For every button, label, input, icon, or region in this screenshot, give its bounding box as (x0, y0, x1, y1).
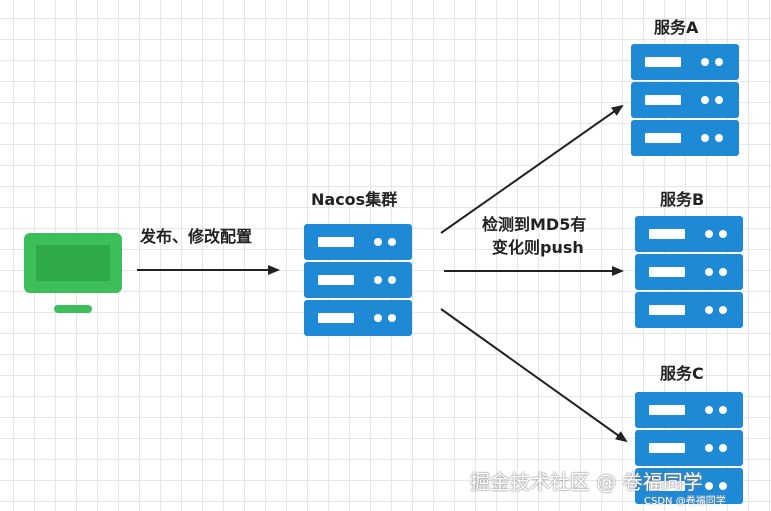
monitor-icon (24, 233, 122, 317)
server-icon (304, 224, 412, 336)
cluster-label: Nacos集群 (311, 190, 398, 209)
server-icon (635, 216, 743, 328)
push-label-line1: 检测到MD5有 (482, 215, 587, 234)
service-a-label: 服务A (654, 18, 699, 37)
watermark-small: CSDN @卷福同学 (644, 496, 726, 507)
server-icon (631, 44, 739, 156)
push-label-line2: 变化则push (492, 238, 584, 257)
arrow-cluster-to-service-a (440, 104, 624, 234)
watermark-main: 掘金技术社区 @ 卷福同学 (470, 470, 703, 494)
client-action-label: 发布、修改配置 (140, 227, 253, 246)
service-b-label: 服务B (660, 190, 705, 209)
service-c-label: 服务C (660, 364, 704, 383)
server-icon (635, 392, 743, 504)
arrow-cluster-to-service-c (440, 308, 628, 443)
